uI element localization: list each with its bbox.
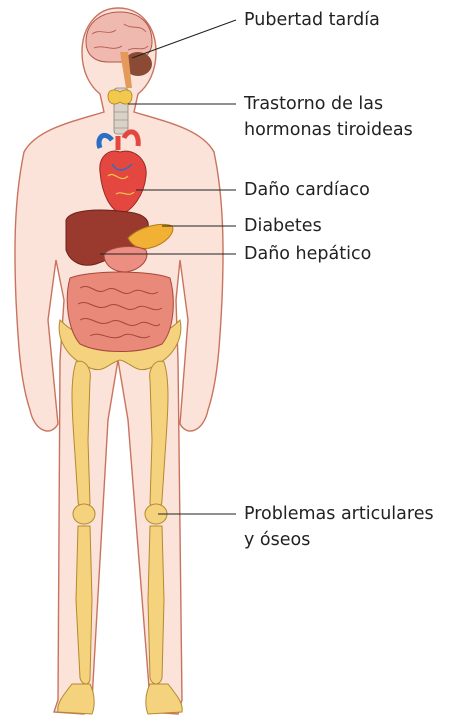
label-thyroid-line2: hormonas tiroideas <box>244 118 413 142</box>
label-thyroid-line1: Trastorno de las <box>244 92 383 116</box>
left-knee <box>73 504 95 524</box>
label-diabetes: Diabetes <box>244 214 322 238</box>
label-puberty: Pubertad tardía <box>244 8 380 32</box>
label-bones-line1: Problemas articulares <box>244 502 434 526</box>
label-liver: Daño hepático <box>244 242 371 266</box>
label-heart: Daño cardíaco <box>244 178 370 202</box>
intestines <box>67 272 173 352</box>
label-bones-line2: y óseos <box>244 528 310 552</box>
right-tibia <box>148 526 164 684</box>
